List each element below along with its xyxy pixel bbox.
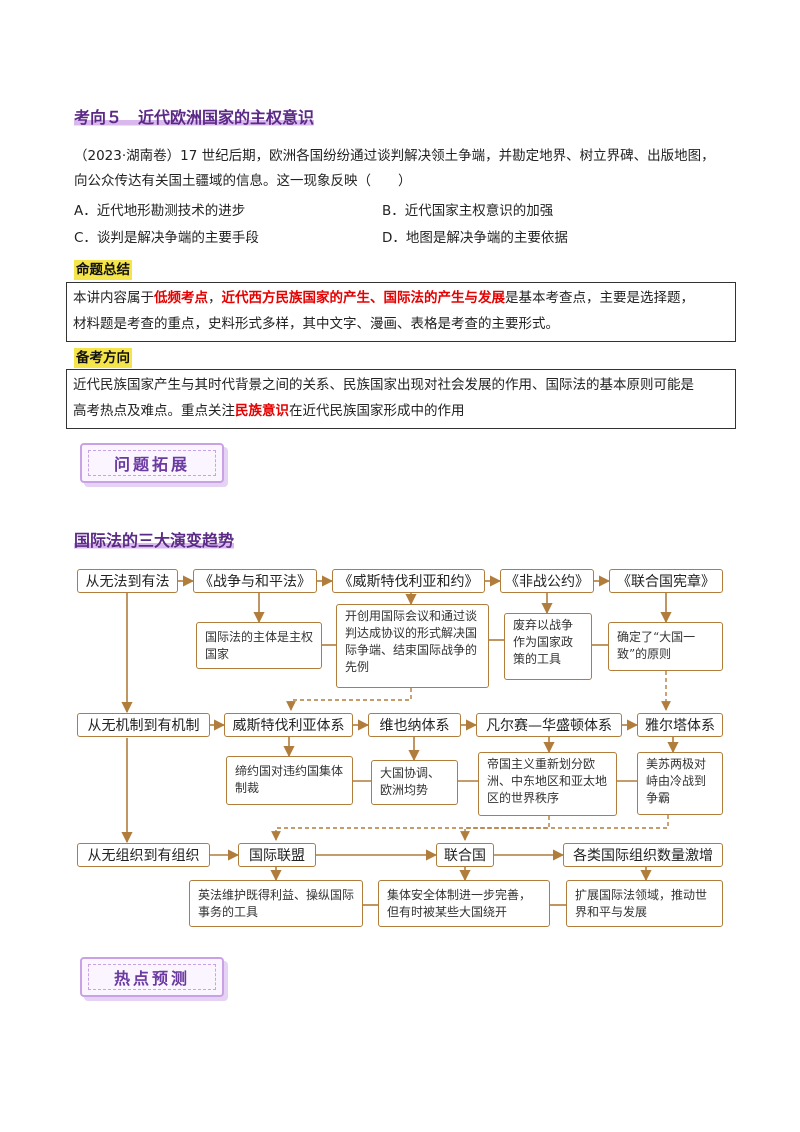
flow-dashed-lines <box>271 671 671 841</box>
banner-hot-prediction-label: 热点预测 <box>88 964 216 990</box>
question-stem-line1: （2023·湖南卷）17 世纪后期，欧洲各国纷纷通过谈判解决领土争端，并勘定地界… <box>74 148 715 164</box>
dash-league <box>271 816 550 841</box>
section-title-text: 考向５ 近代欧洲国家的主权意识 <box>74 108 315 127</box>
flow-row1-item-2: 《威斯特伐利亚和约》 <box>332 569 485 593</box>
flow-row1-note-1: 国际法的主体是主权国家 <box>196 622 322 669</box>
flow-row2-item-4: 雅尔塔体系 <box>637 713 723 737</box>
flow-row3-item-2: 联合国 <box>436 843 494 867</box>
flow-row3-note-1: 英法维护既得利益、操纵国际事务的工具 <box>189 880 363 927</box>
flow-row1-note-3: 废弃以战争作为国家政策的工具 <box>504 613 592 680</box>
flow-row1-trend: 从无法到有法 <box>77 569 178 593</box>
flow-row3-trend: 从无组织到有组织 <box>77 843 210 867</box>
summary-label: 命题总结 <box>74 260 132 280</box>
direction-line2: 高考热点及难点。重点关注民族意识在近代民族国家形成中的作用 <box>73 398 729 424</box>
flow-row3-item-3: 各类国际组织数量激增 <box>563 843 723 867</box>
summary-box: 本讲内容属于低频考点，近代西方民族国家的产生、国际法的产生与发展是基本考查点，主… <box>66 282 736 342</box>
flow-row1-item-3: 《非战公约》 <box>500 569 594 593</box>
direction-text: 在近代民族国家形成中的作用 <box>289 403 465 419</box>
option-b[interactable]: B．近代国家主权意识的加强 <box>382 203 554 219</box>
flow-row3-item-1: 国际联盟 <box>238 843 316 867</box>
flow-row2-note-2: 大国协调、欧洲均势 <box>371 760 458 805</box>
option-a[interactable]: A．近代地形勘测技术的进步 <box>74 203 246 219</box>
flow-row1-note-4: 确定了“大国一致”的原则 <box>608 622 723 671</box>
summary-text: 本讲内容属于 <box>73 290 154 306</box>
direction-label: 备考方向 <box>74 348 132 368</box>
direction-highlight: 民族意识 <box>235 403 289 419</box>
dash-un <box>460 815 669 841</box>
option-c[interactable]: C．谈判是解决争端的主要手段 <box>74 230 259 246</box>
summary-text: ， <box>208 290 222 306</box>
dash-westphalia <box>286 688 412 711</box>
option-d[interactable]: D．地图是解决争端的主要依据 <box>382 230 568 246</box>
flow-row2-item-2: 维也纳体系 <box>368 713 461 737</box>
flow-row3-note-2: 集体安全体制进一步完善，但有时被某些大国绕开 <box>378 880 550 927</box>
banner-issue-expansion-label: 问题拓展 <box>88 450 216 476</box>
flow-row1-item-4: 《联合国宪章》 <box>609 569 723 593</box>
direction-box: 近代民族国家产生与其时代背景之间的关系、民族国家出现对社会发展的作用、国际法的基… <box>66 369 736 429</box>
section-title: 考向５ 近代欧洲国家的主权意识 <box>74 104 315 128</box>
flow-row3-note-3: 扩展国际法领域，推动世界和平与发展 <box>566 880 723 927</box>
banner-hot-prediction: 热点预测 <box>80 957 224 997</box>
summary-line2: 材料题是考查的重点，史料形式多样，其中文字、漫画、表格是考查的主要形式。 <box>73 316 559 332</box>
flow-title-text: 国际法的三大演变趋势 <box>74 531 235 550</box>
flow-row2-item-1: 威斯特伐利亚体系 <box>224 713 353 737</box>
summary-text: 是基本考查点，主要是选择题， <box>505 290 694 306</box>
flow-row2-note-3: 帝国主义重新划分欧洲、中东地区和亚太地区的世界秩序 <box>478 752 617 816</box>
question-stem: （2023·湖南卷）17 世纪后期，欧洲各国纷纷通过谈判解决领土争端，并勘定地界… <box>74 144 754 194</box>
summary-highlight-2: 近代西方民族国家的产生、国际法的产生与发展 <box>221 290 506 306</box>
summary-line1: 本讲内容属于低频考点，近代西方民族国家的产生、国际法的产生与发展是基本考查点，主… <box>73 285 729 311</box>
flow-lines <box>121 575 679 906</box>
flow-row2-item-3: 凡尔赛—华盛顿体系 <box>476 713 622 737</box>
summary-highlight-1: 低频考点 <box>154 290 208 306</box>
flow-row2-note-1: 缔约国对违约国集体制裁 <box>226 756 353 805</box>
question-stem-line2: 向公众传达有关国土疆域的信息。这一现象反映（ ） <box>74 173 412 189</box>
direction-line1: 近代民族国家产生与其时代背景之间的关系、民族国家出现对社会发展的作用、国际法的基… <box>73 377 694 393</box>
banner-issue-expansion: 问题拓展 <box>80 443 224 483</box>
flow-row2-note-4: 美苏两极对峙由冷战到争霸 <box>637 752 723 815</box>
direction-text: 高考热点及难点。重点关注 <box>73 403 235 419</box>
flow-row2-trend: 从无机制到有机制 <box>77 713 210 737</box>
flow-row1-item-1: 《战争与和平法》 <box>193 569 317 593</box>
flow-row1-note-2: 开创用国际会议和通过谈判达成协议的形式解决国际争端、结束国际战争的先例 <box>336 604 489 688</box>
flow-title: 国际法的三大演变趋势 <box>74 527 235 551</box>
